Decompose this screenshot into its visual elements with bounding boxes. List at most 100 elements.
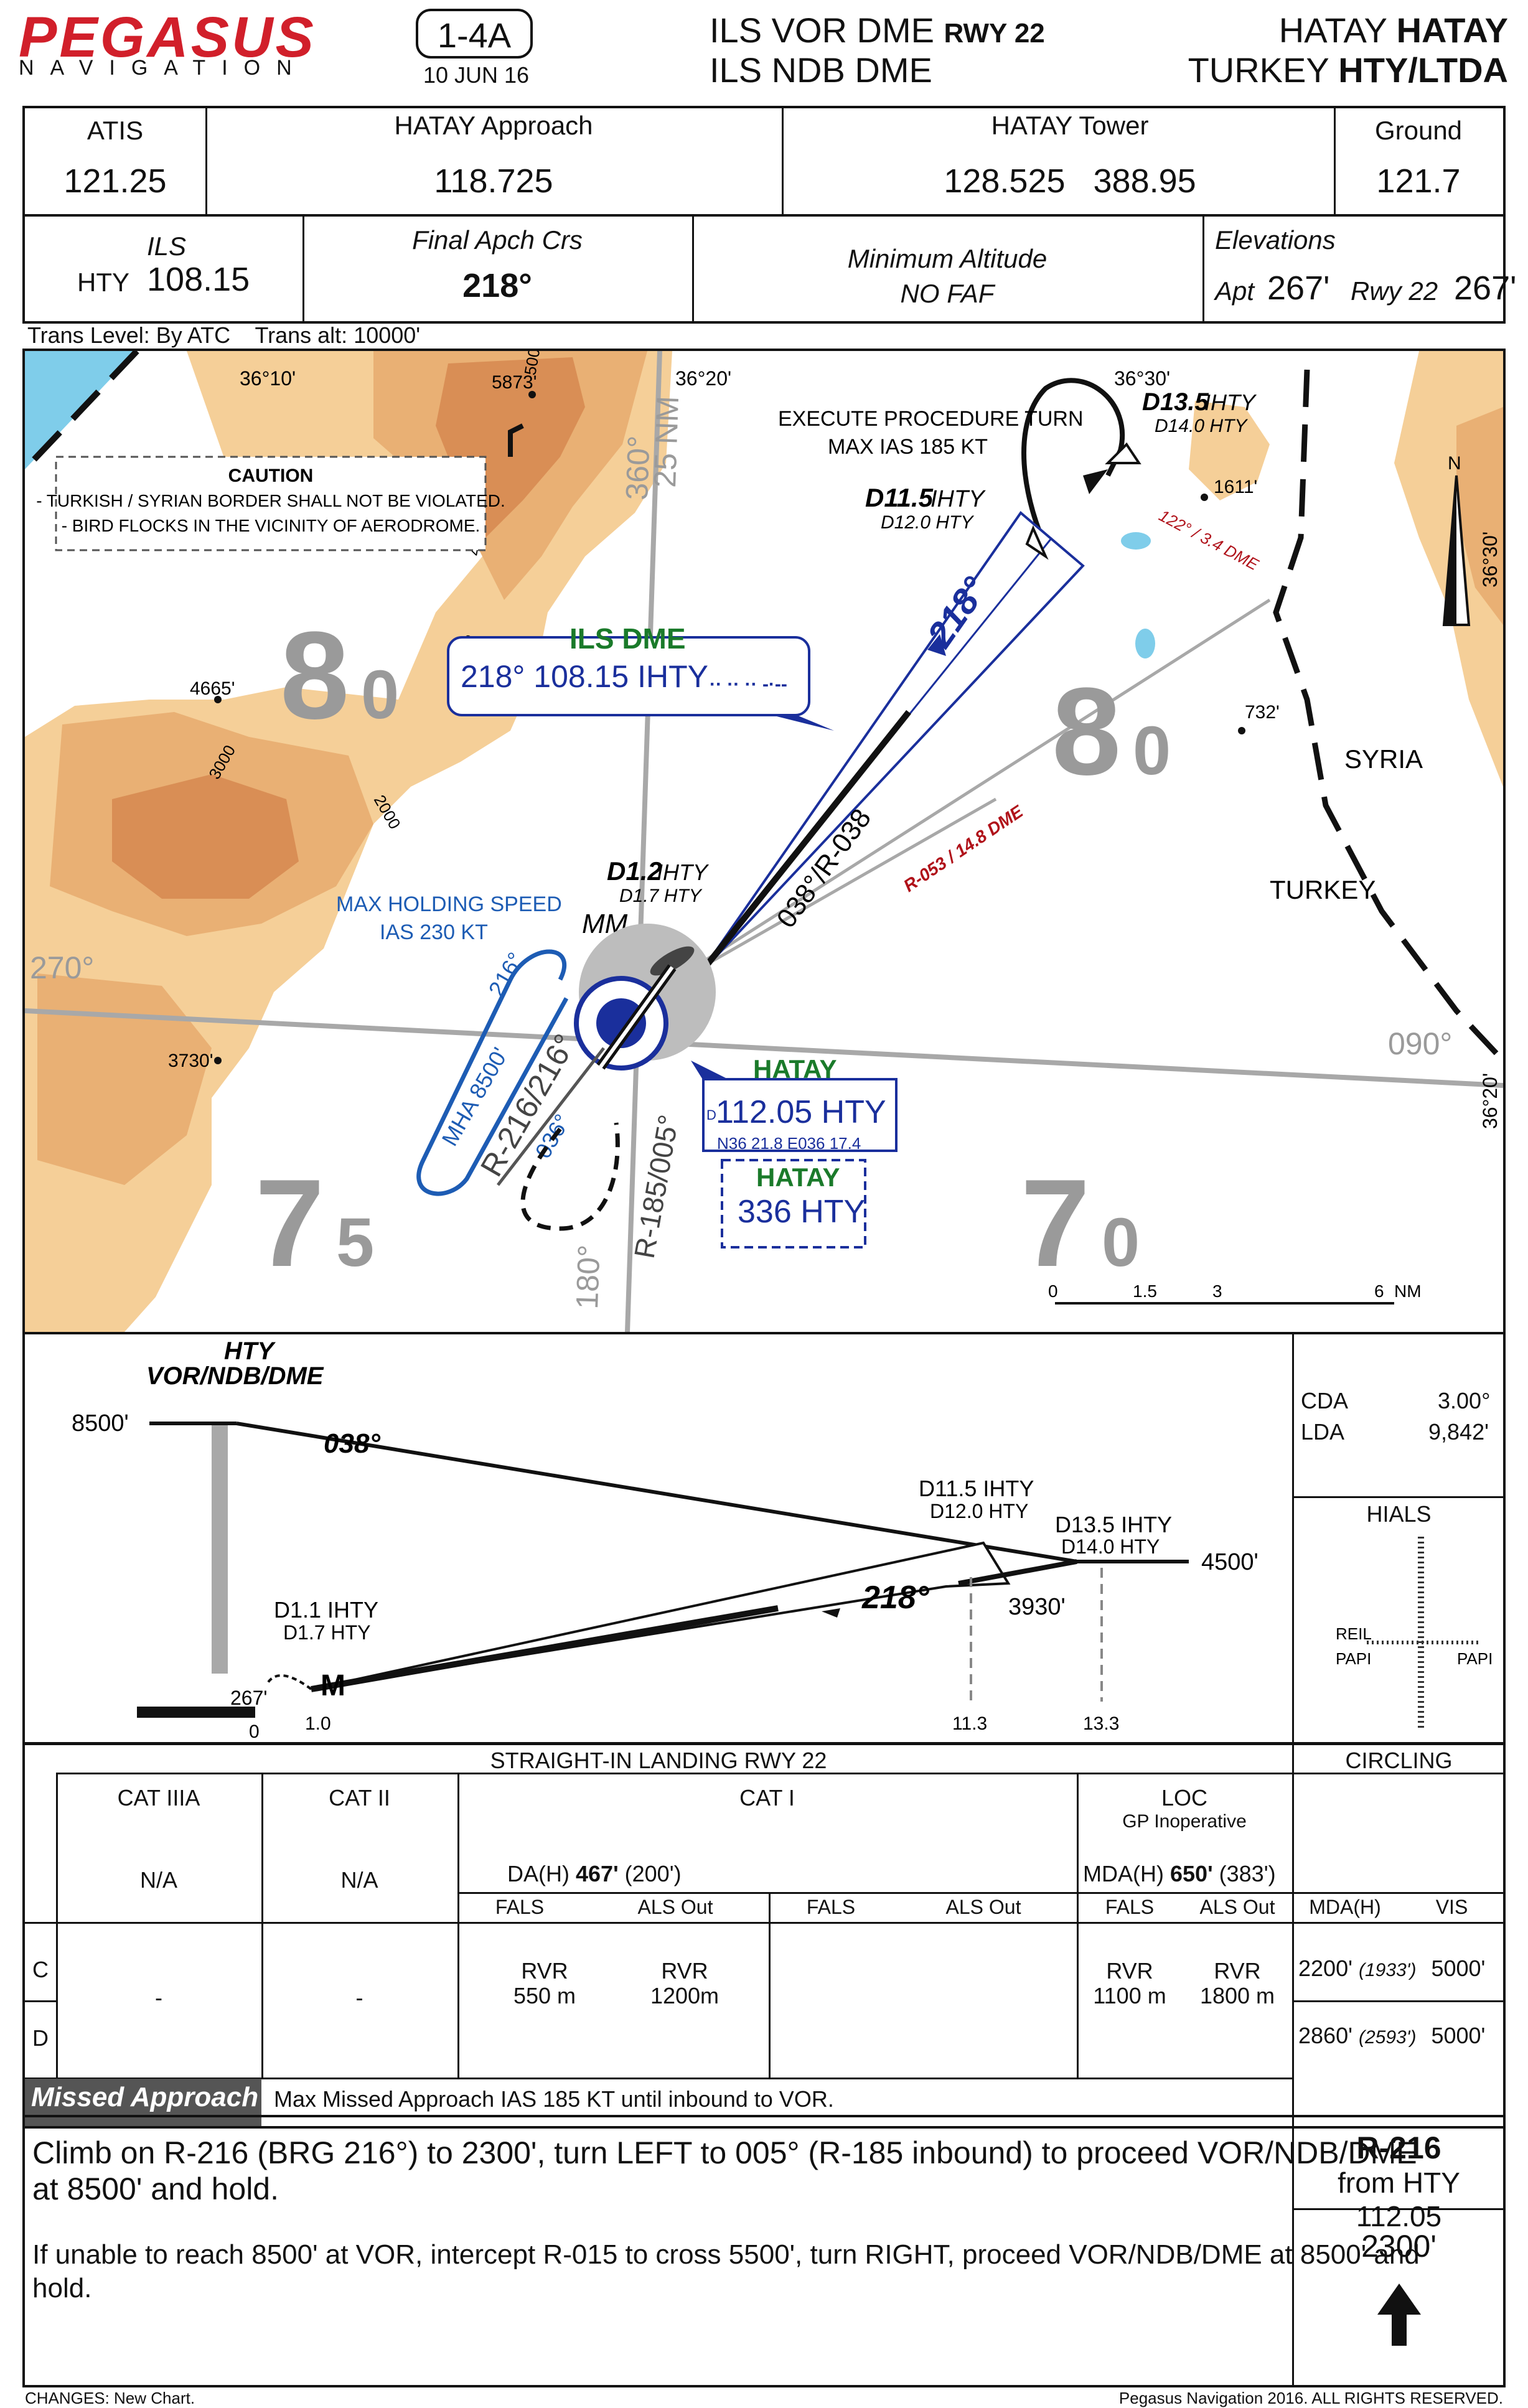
profile-crs-arrow [822,1608,840,1618]
peak-marker-4 [1201,494,1208,501]
rwy-label: Rwy 22 [1351,276,1438,306]
missed-approach-path [520,1122,620,1231]
d115-text: D11.5 [865,483,934,512]
circ-d-mda: 2860' [1298,2023,1352,2048]
lat-tick-1: 36°10' [240,367,296,390]
min-hline-3 [25,1922,1506,1924]
missed-box-alt: 2300' [1361,2229,1437,2264]
procedure-turn-arrow [1083,469,1108,494]
lat-tick-2: 36°20' [675,367,731,390]
min-div-circ [1292,1745,1294,2126]
briefing-strip: ILS HTY 108.15 Final Apch Crs 218° Minim… [22,214,1516,324]
radial-180-label: 180° [569,1244,607,1309]
ils-morse: ·· ·· ·· -·-- [710,674,787,695]
msa-sw-big: 7 [255,1154,324,1293]
national-border [1273,369,1503,1063]
missed-box-hline [1292,2208,1506,2210]
profile-side-hline [1292,1496,1506,1498]
city-name-bold: HATAY [1396,11,1508,50]
atis-freq: 121.25 [63,162,167,200]
cat2-header: CAT II [329,1785,390,1811]
d12-ihty: IHTY [657,860,710,885]
lake-2 [1135,629,1155,658]
straight-in-header: STRAIGHT-IN LANDING RWY 22 [490,1748,827,1773]
ground-label: Ground [1374,116,1463,145]
min-alt: NO FAF [900,279,995,308]
holding-pattern [416,949,569,1196]
title-line2: ILS NDB DME [710,50,932,90]
final-crs: 218° [462,267,532,304]
missed-box-radial: R-216 [1356,2130,1441,2165]
d140-text: D14.0 HTY [1155,416,1248,436]
lat-tick-3: 36°30' [1114,367,1170,390]
min-alt-label: Minimum Altitude [847,244,1048,273]
approach-freq: 118.725 [434,162,553,200]
mda-height: (383') [1219,1861,1276,1886]
ndb-info-box [721,1159,866,1249]
msa-se-small: 0 [1102,1204,1140,1281]
apt-elev: 267' [1267,269,1330,307]
peak-732: 732' [1245,702,1280,723]
peak-4665: 4665' [190,678,235,699]
tower-freq: 128.525 388.95 [944,162,1196,200]
radial-line-ns [625,351,662,1332]
circ-c-vis: 5000' [1431,1956,1486,1981]
missed-text-1a: Climb on R-216 (BRG 216°) to 2300', turn… [32,2135,1417,2170]
cda-label: CDA [1301,1388,1349,1413]
airport-codes-line: TURKEY HTY/LTDA [1188,50,1508,90]
hials-label: HIALS [1366,1501,1432,1527]
rvr-label-3: RVR [1106,1958,1153,1984]
terrain-mid [37,351,647,1185]
peak-marker-1 [528,391,536,398]
papi-right: PAPI [1457,1649,1493,1668]
apt-label: Apt [1215,276,1255,306]
radial-270-label: 270° [30,950,94,985]
profile-view: HTY VOR/NDB/DME 8500' 038° 4500' 218° 39… [22,1332,1506,1745]
country: TURKEY [1188,50,1329,90]
procedure-turn-path [1021,378,1125,533]
circ-vis-header: VIS [1435,1896,1468,1918]
circling-header: CIRCLING [1345,1748,1453,1773]
runway-bar [137,1707,255,1718]
radial-090-label: 090° [1388,1026,1452,1061]
final-course-line [698,710,911,976]
outbound-line [236,1422,1077,1563]
proc-turn-text-2: MAX IAS 185 KT [828,435,988,459]
radial-line-ew [25,1008,1503,1088]
r053-line [683,598,1271,975]
label-syria: SYRIA [1344,744,1423,774]
comms-divider-1 [205,108,207,214]
ils-ident: HTY [77,268,129,297]
profile-d115: D11.5 IHTY [919,1476,1034,1501]
missed-text-2a: If unable to reach 8500' at VOR, interce… [32,2239,1420,2270]
cat-c-label: C [32,1957,49,1982]
loc-alsout: ALS Out [1199,1896,1275,1918]
cat2-na: N/A [340,1867,378,1893]
mda-value: 650' [1170,1861,1213,1886]
hold-speed-2: IAS 230 KT [380,921,488,944]
middle-marker [650,946,695,976]
scale-0: 0 [1048,1281,1058,1301]
profile-crs-038: 038° [324,1428,380,1459]
profile-d11: D1.1 IHTY [274,1597,378,1623]
brief-divider-2 [692,217,694,321]
min-div-c [457,1773,459,2078]
min-div-e [1077,1773,1079,2078]
obstacle-arrow [508,423,524,457]
brand-subtitle: NAVIGATION [19,56,308,80]
brief-divider-1 [302,217,304,321]
approach-label: HATAY Approach [394,111,593,140]
final-crs-label: Final Apch Crs [412,225,583,255]
elev-label: Elevations [1215,225,1336,255]
vor-center [596,998,646,1048]
ndb-name: HATAY [756,1163,840,1192]
vor-coords: N36 21.8 E036 17.4 [717,1134,861,1153]
vor-info-box [702,1078,898,1152]
profile-crs-218: 218° [861,1580,930,1616]
cat1-fals-2: FALS [806,1896,856,1918]
missed-approach-box: Climb on R-216 (BRG 216°) to 2300', turn… [22,2115,1506,2387]
north-arrow-fill [1444,476,1456,625]
title-line1: ILS VOR DME [710,11,934,50]
mda-line: MDA(H) 650' (383') [1083,1861,1276,1887]
min-div-a [56,1773,58,2078]
